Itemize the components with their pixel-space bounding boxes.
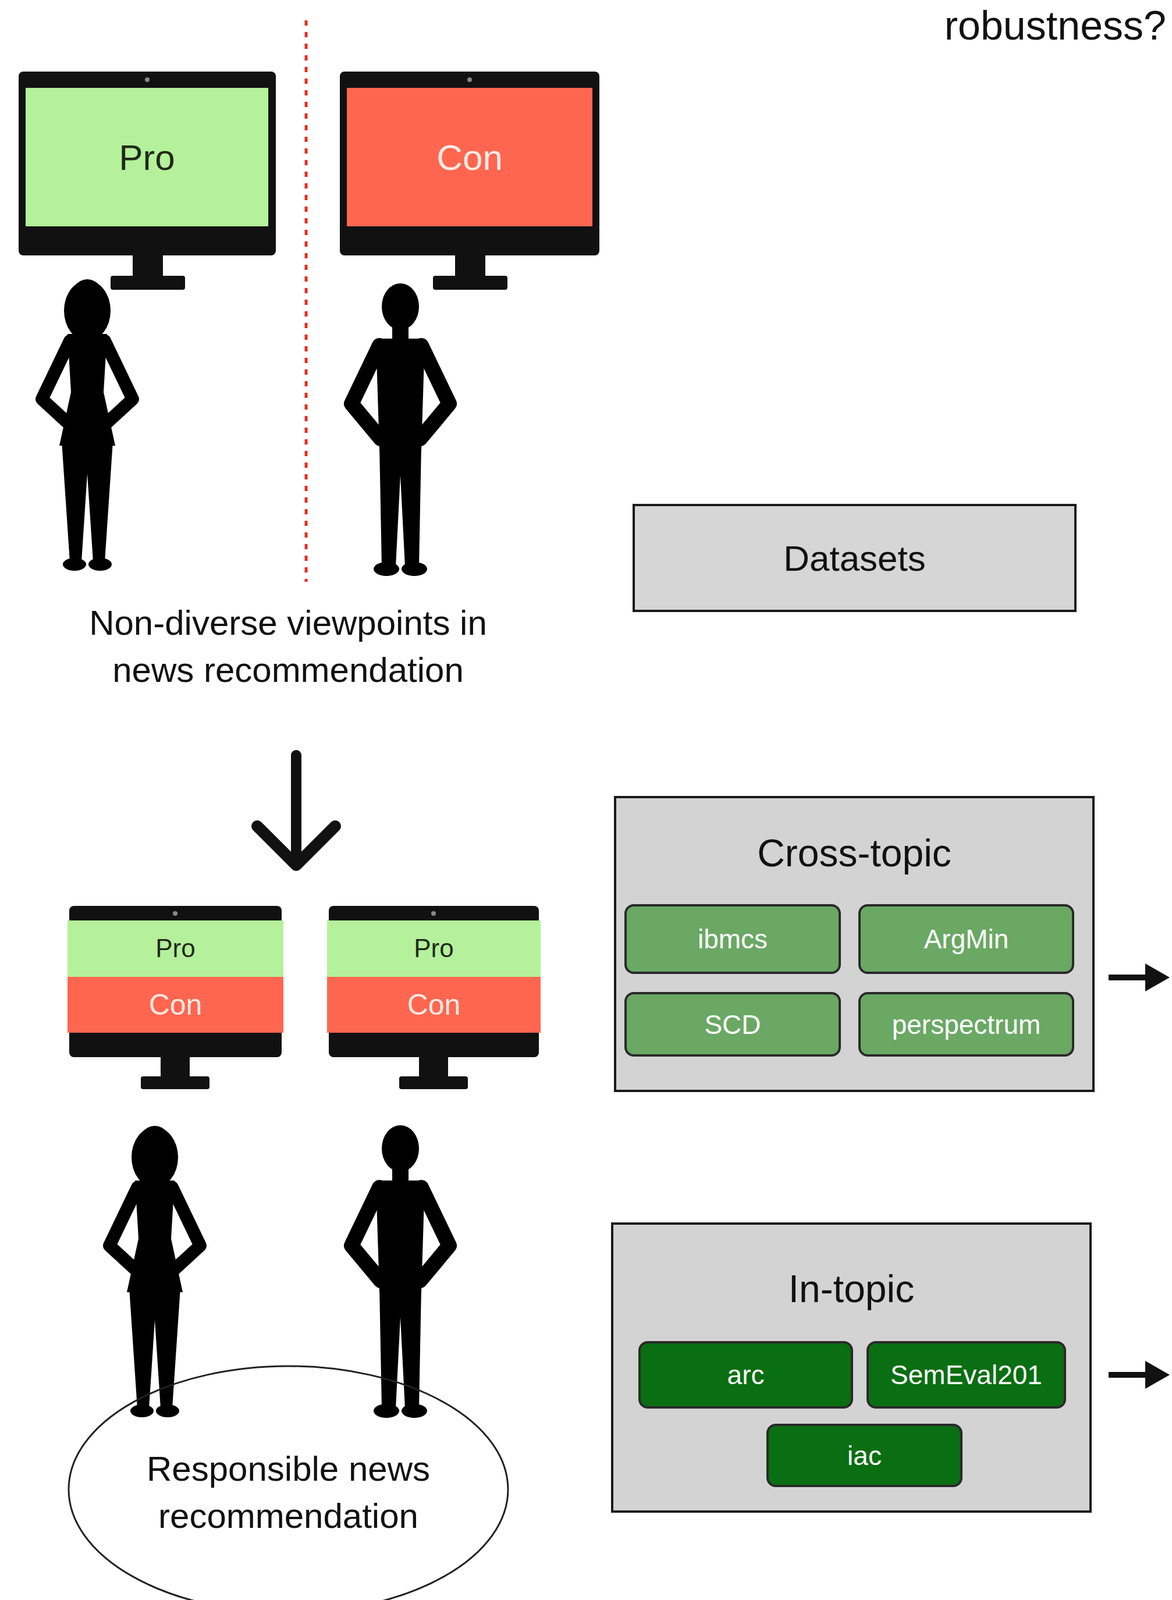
dataset-name: ArgMin [918,923,1015,955]
viewpoint-text: Con [67,977,284,1034]
person-silhouette [351,283,450,577]
monitor-screen: ProCon [67,920,284,1033]
viewpoint-text: Con [346,87,593,227]
right-arrow [1108,1361,1170,1390]
dataset-chip: SCD [624,992,841,1057]
right-arrow [1108,963,1170,992]
person-silhouette [41,279,133,571]
dataset-chip: ibmcs [624,904,841,975]
caption-text: Non-diverse viewpoints in news recommend… [55,599,521,694]
divider-line [304,20,308,582]
group-title: Cross-topic [616,798,1093,876]
monitor-screen: Con [346,87,593,227]
group-box: Cross-topic ibmcs ArgMinSCD perspectrum [613,796,1095,1093]
box-title: Datasets [783,537,926,580]
monitor [339,71,600,290]
person-silhouette [109,1126,201,1418]
dataset-chip: perspectrum [858,992,1075,1057]
viewpoint-text: Pro [327,920,541,978]
monitor-screen: ProCon [327,920,541,1033]
goal-text: Responsible news recommendation [114,1445,464,1540]
dataset-name: iac [841,1440,888,1472]
monitor [18,71,276,290]
viewpoint-text: Pro [25,87,269,227]
dataset-name: ibmcs [691,923,774,955]
goal-oval: Responsible news recommendation [66,1364,511,1600]
dataset-name: arc [721,1359,771,1391]
dataset-name: SemEval201 [884,1359,1049,1391]
group-title: In-topic [613,1224,1090,1312]
viewpoint-text: Con [327,977,541,1034]
dataset-box: Datasets [632,503,1077,613]
heading-fragment: robustness? [944,2,1167,49]
down-arrow [257,755,336,866]
dataset-chip: iac [766,1423,963,1488]
group-box: In-topic arc SemEval201 iac [611,1222,1092,1514]
dataset-chip: ArgMin [858,904,1075,975]
dataset-chip: SemEval201 [866,1341,1067,1409]
dataset-name: SCD [698,1009,767,1041]
dataset-name: perspectrum [886,1009,1047,1041]
dataset-chip: arc [638,1341,854,1409]
viewpoint-text: Pro [67,920,284,978]
monitor-screen: Pro [25,87,269,227]
oval-outline [68,1366,509,1600]
